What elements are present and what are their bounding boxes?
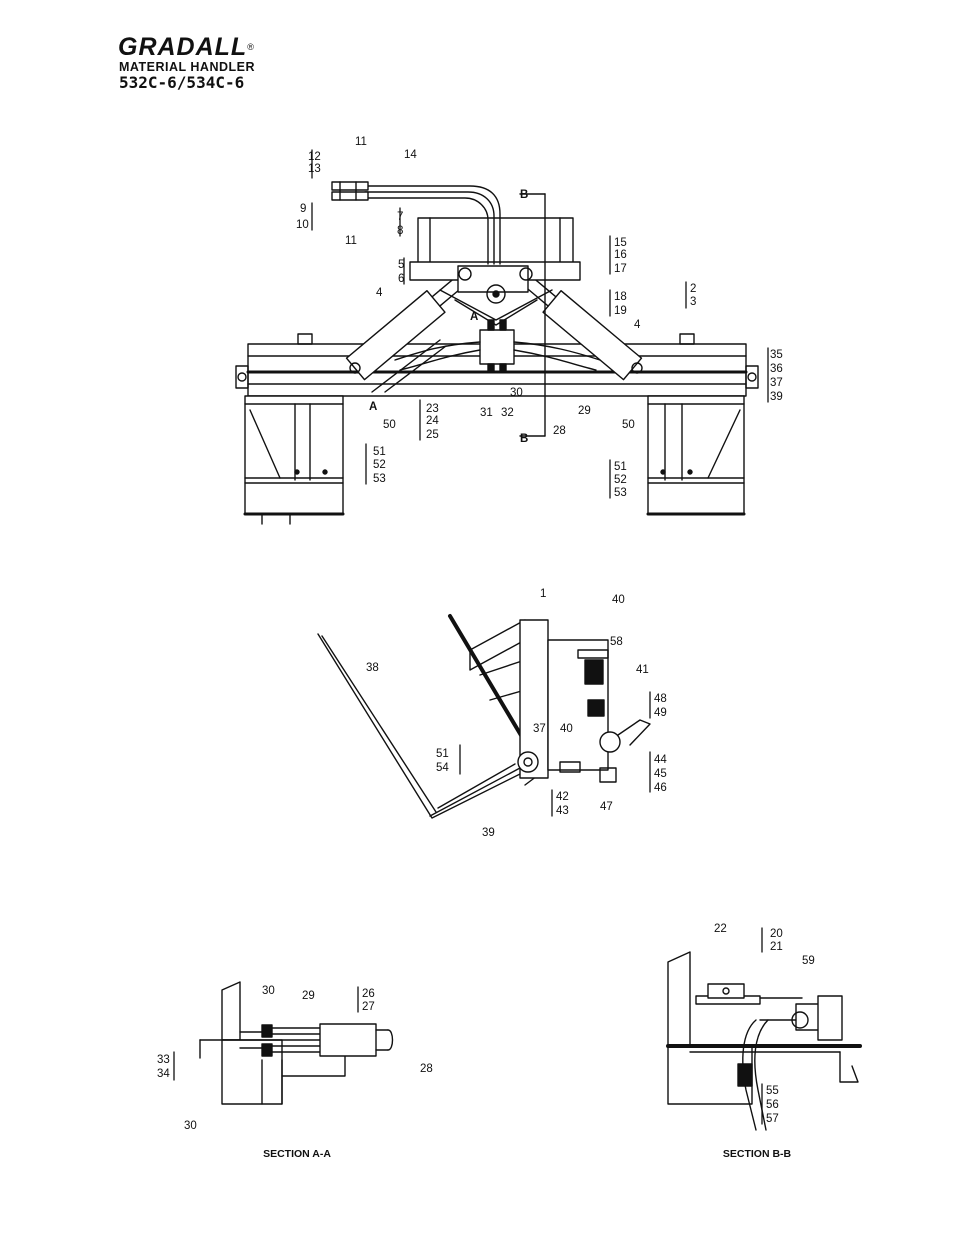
section-aa-callout: 33 (157, 1054, 170, 1066)
side-view-callout: 46 (654, 782, 667, 794)
top-view-callout: 11 (355, 136, 367, 148)
side-view-callout: 44 (654, 754, 667, 766)
side-view-callout: 1 (540, 588, 546, 600)
top-view-callout: 53 (373, 473, 386, 485)
side-view-callout: 49 (654, 707, 667, 719)
section-aa-caption: SECTION A-A (263, 1148, 331, 1160)
section-bb-callout: 55 (766, 1085, 779, 1097)
top-view-callout: 15 (614, 237, 627, 249)
top-view-callout: 35 (770, 349, 783, 361)
section-bb-callout: 59 (802, 955, 815, 967)
top-view-callout: 25 (426, 429, 439, 441)
section-bb-callout: 57 (766, 1113, 779, 1125)
section-aa-callout: 27 (362, 1001, 375, 1013)
top-view-callout: 31 (480, 407, 493, 419)
top-view-callout: 3 (690, 296, 696, 308)
top-view-callout: 39 (770, 391, 783, 403)
section-bb-callout: 22 (714, 923, 727, 935)
side-view-callout: 40 (560, 723, 573, 735)
side-view-callout: 54 (436, 762, 449, 774)
top-view-callout: 10 (296, 219, 309, 231)
top-view-callout: A (470, 311, 478, 323)
side-view-callout: 41 (636, 664, 649, 676)
top-view-callout: B (520, 433, 528, 445)
side-view-callout: 40 (612, 594, 625, 606)
top-view-callout: 30 (510, 387, 523, 399)
side-view-callout: 39 (482, 827, 495, 839)
side-view-callout: 48 (654, 693, 667, 705)
section-bb-callout: 56 (766, 1099, 779, 1111)
side-view-callout: 38 (366, 662, 379, 674)
top-view-callout: A (369, 401, 377, 413)
top-view-callout: 50 (622, 419, 635, 431)
side-view-callout: 58 (610, 636, 623, 648)
top-view-callout: B (520, 189, 528, 201)
top-view-callout: 4 (376, 287, 383, 299)
side-view-callout: 45 (654, 768, 667, 780)
top-view-callout: 51 (614, 461, 627, 473)
top-view-callout: 52 (373, 459, 386, 471)
top-view-callout: 37 (770, 377, 783, 389)
top-view-callout: 4 (634, 319, 641, 331)
top-view-callout: 23 (426, 403, 439, 415)
section-aa-callout: 30 (184, 1120, 197, 1132)
side-view-callout: 47 (600, 801, 613, 813)
section-bb-callout: 20 (770, 928, 783, 940)
top-view-callout: 32 (501, 407, 514, 419)
side-view-callout: 51 (436, 748, 449, 760)
top-view-callout: 50 (383, 419, 396, 431)
section-bb-callout: 21 (770, 941, 783, 953)
top-view-callout: 51 (373, 446, 386, 458)
side-view-callout: 37 (533, 723, 546, 735)
section-aa-callout: 30 (262, 985, 275, 997)
top-view-callout: 36 (770, 363, 783, 375)
top-view-callout: 28 (553, 425, 566, 437)
side-view-callout: 43 (556, 805, 569, 817)
side-view-callout: 42 (556, 791, 569, 803)
top-view-callout: 29 (578, 405, 591, 417)
top-view-callout: 52 (614, 474, 627, 486)
section-aa-callout: 34 (157, 1068, 170, 1080)
top-view-callout: 13 (308, 163, 321, 175)
top-view-callout: 18 (614, 291, 627, 303)
top-view-callout: 11 (345, 235, 357, 247)
top-view-callout: 19 (614, 305, 627, 317)
side-view-drawing (318, 616, 650, 818)
section-aa-callout: 28 (420, 1063, 433, 1075)
top-view-callout: 14 (404, 149, 417, 161)
section-bb-caption: SECTION B-B (723, 1148, 792, 1160)
top-view-callout: 9 (300, 203, 306, 215)
top-view-drawing (236, 182, 758, 524)
top-view-callout: 12 (308, 151, 321, 163)
section-aa-callout: 29 (302, 990, 315, 1002)
section-bb-drawing (668, 952, 860, 1130)
top-view-callout: 53 (614, 487, 627, 499)
top-view-callout: 16 (614, 249, 627, 261)
section-aa-callout: 26 (362, 988, 375, 1000)
top-view-callout: 17 (614, 263, 627, 275)
top-view-callout: 2 (690, 283, 696, 295)
top-view-callout: 24 (426, 415, 439, 427)
